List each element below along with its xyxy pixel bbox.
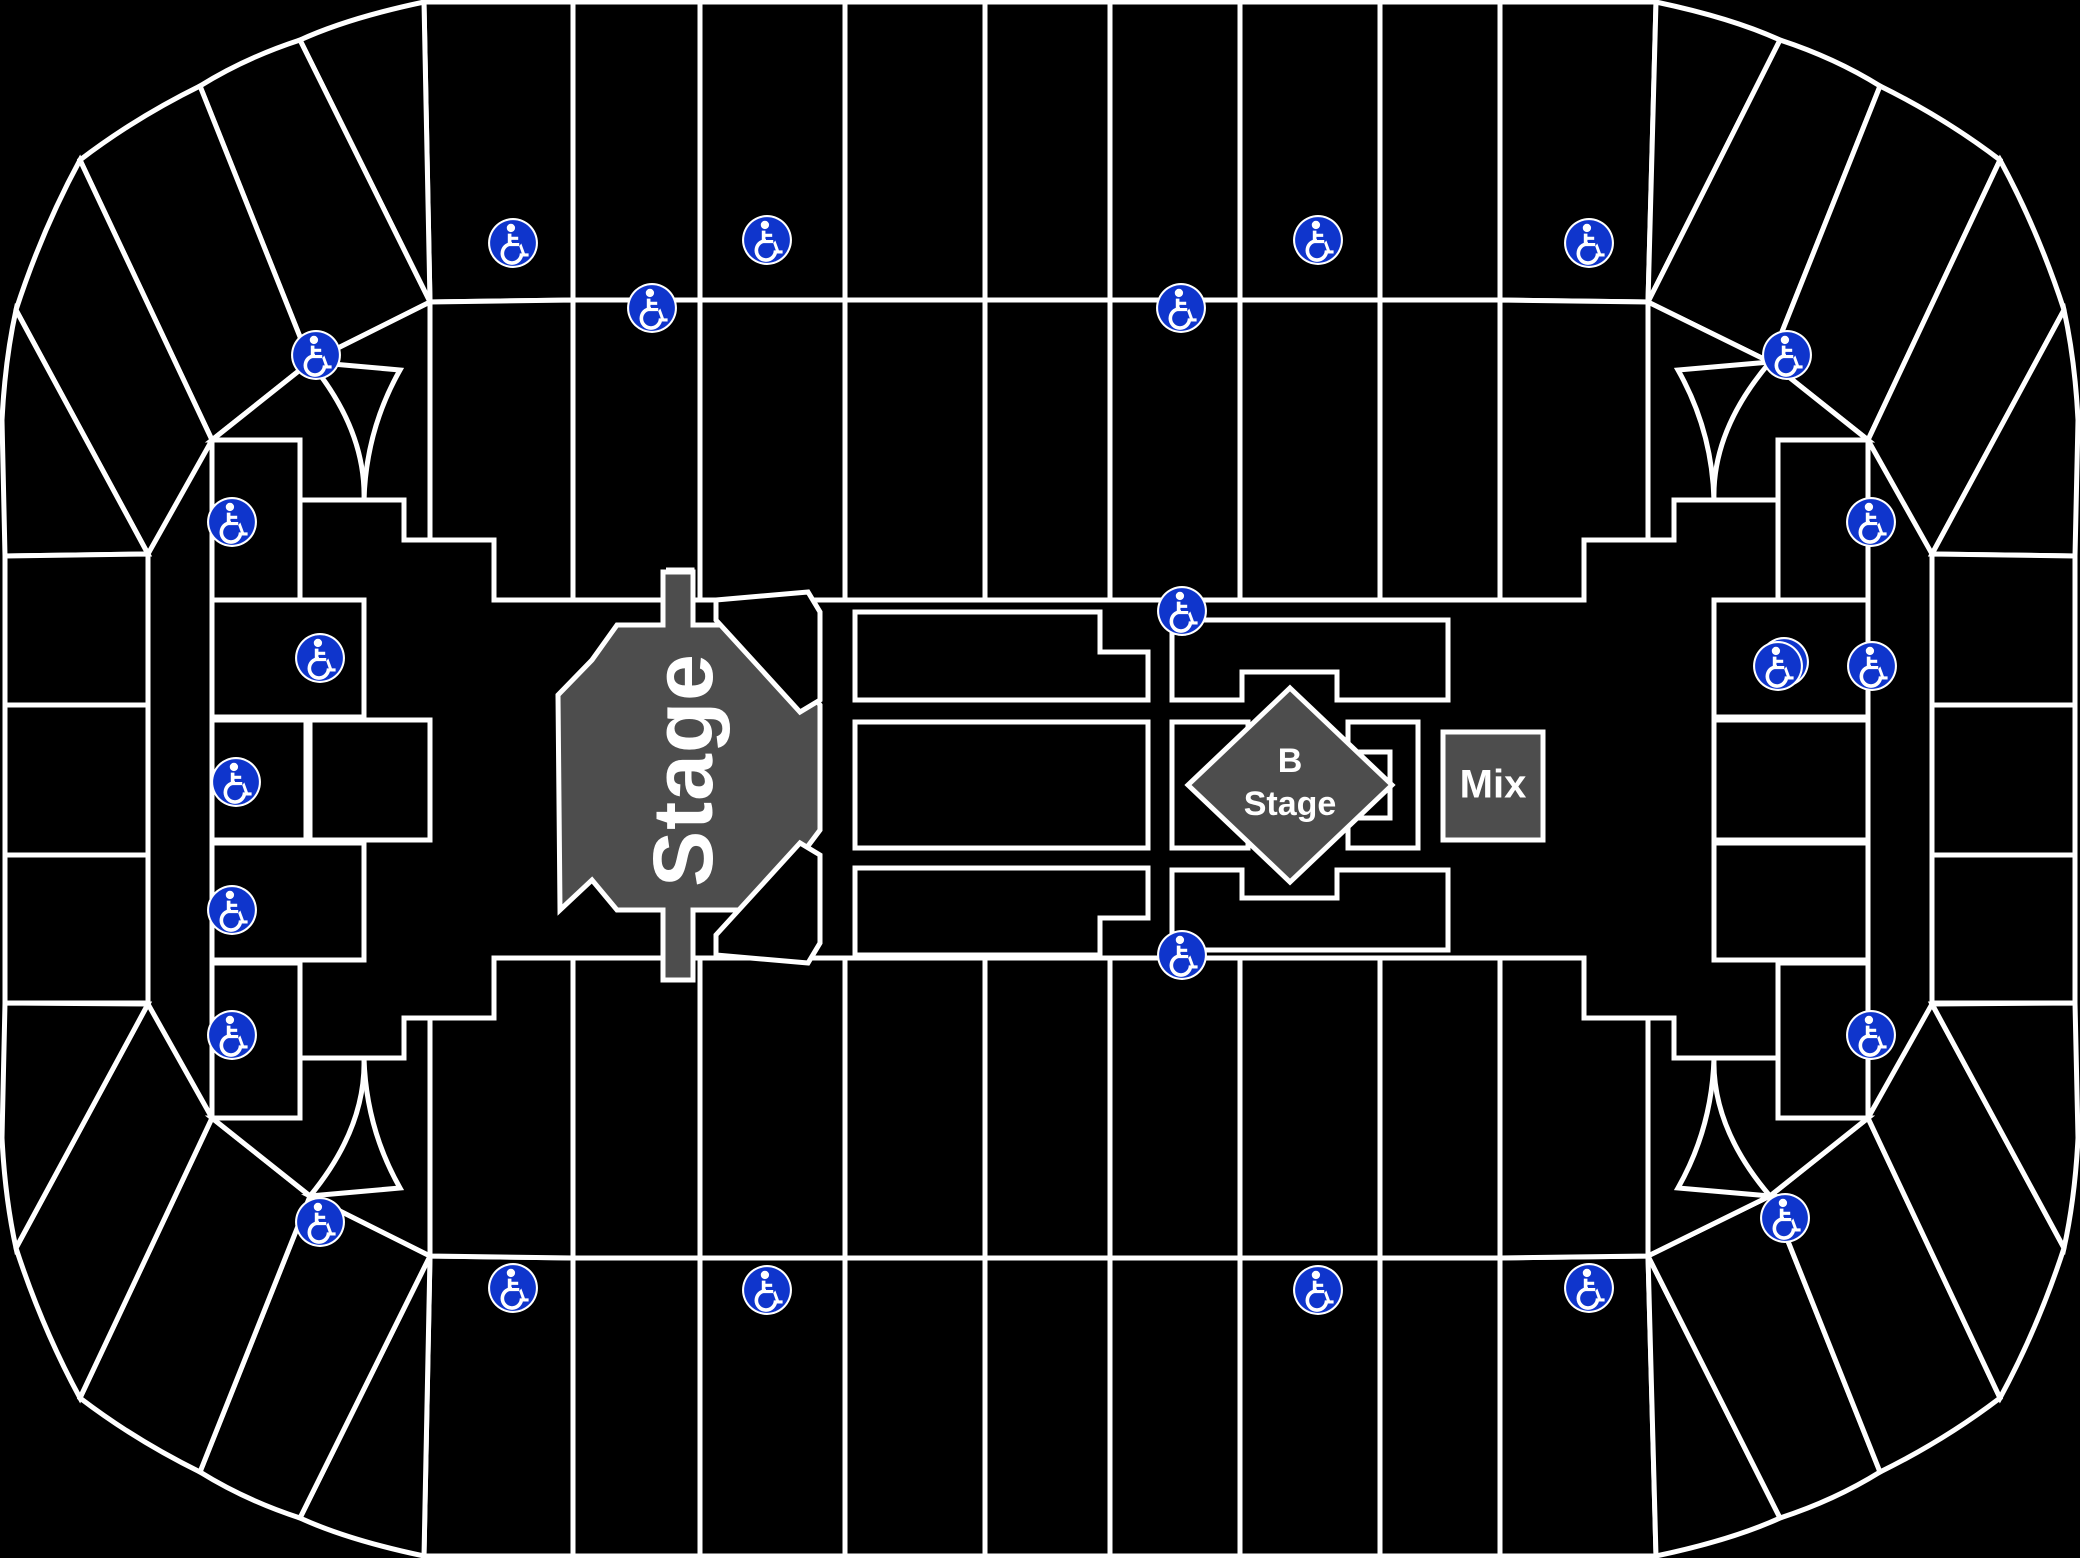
wheelchair-accessible-icon[interactable] <box>1292 214 1344 266</box>
wheelchair-accessible-icon[interactable] <box>1845 496 1897 548</box>
wheelchair-accessible-icon[interactable] <box>741 1264 793 1316</box>
section-upper-top-7[interactable] <box>1377 0 1503 303</box>
floor-section-right-bottom[interactable] <box>1169 867 1451 953</box>
section-inner-bl-3[interactable] <box>204 1055 367 1200</box>
floor-sections[interactable] <box>852 609 1451 958</box>
wheelchair-accessible-icon[interactable] <box>210 756 262 808</box>
wheelchair-accessible-icon[interactable] <box>1563 1262 1615 1314</box>
section-inner-bottom-2[interactable] <box>697 955 848 1261</box>
section-inner-tl-1[interactable] <box>427 297 576 603</box>
section-lower-bottom-1[interactable] <box>570 1255 703 1558</box>
section-inner-bottom-6[interactable] <box>1237 955 1383 1261</box>
section-upper-right-2[interactable] <box>1929 702 2078 858</box>
main-stage-label: Stage <box>636 653 730 887</box>
section-inner-bl-1[interactable] <box>427 955 576 1261</box>
floor-section-left-mid[interactable] <box>852 719 1151 851</box>
section-inner-top-7[interactable] <box>1377 297 1503 603</box>
b-stage-label-line2: Stage <box>1244 785 1337 823</box>
section-inner-top-1[interactable] <box>570 297 703 603</box>
inner-ring-sections[interactable] <box>204 297 1876 1261</box>
section-upper-tr-6[interactable] <box>1927 302 2080 559</box>
section-inner-bottom-1[interactable] <box>570 955 703 1261</box>
wheelchair-accessible-icon[interactable] <box>294 632 346 684</box>
upper-ring-sections[interactable] <box>0 0 2080 1006</box>
wheelchair-accessible-icon[interactable] <box>1761 329 1813 381</box>
wheelchair-accessible-icon[interactable] <box>294 1196 346 1248</box>
section-inner-tr-4[interactable] <box>1775 437 1871 603</box>
wheelchair-accessible-icon[interactable] <box>1759 1192 1811 1244</box>
wheelchair-accessible-icon[interactable] <box>1563 217 1615 269</box>
wheelchair-accessible-icon[interactable] <box>626 282 678 334</box>
wheelchair-accessible-icon[interactable] <box>290 329 342 381</box>
section-inner-left-1[interactable] <box>209 597 367 720</box>
section-inner-top-5[interactable] <box>1107 297 1243 603</box>
section-lower-bottom-4[interactable] <box>982 1255 1113 1558</box>
section-inner-top-3[interactable] <box>842 297 988 603</box>
stage-wedge-upper[interactable] <box>713 589 823 716</box>
section-upper-right-1[interactable] <box>1929 551 2078 708</box>
wheelchair-accessible-icon[interactable] <box>1845 1009 1897 1061</box>
section-inner-tr-1[interactable] <box>1497 297 1651 603</box>
section-inner-bottom-5[interactable] <box>1107 955 1243 1261</box>
section-inner-top-2[interactable] <box>697 297 848 603</box>
section-lower-bottom-3[interactable] <box>842 1255 988 1558</box>
section-inner-bottom-7[interactable] <box>1377 955 1503 1261</box>
b-stage-shape[interactable] <box>1184 684 1396 886</box>
lower-ring-sections[interactable] <box>0 998 2080 1558</box>
wheelchair-accessible-icon[interactable] <box>487 1262 539 1314</box>
section-upper-top-5[interactable] <box>1107 0 1243 303</box>
section-inner-tr-2[interactable] <box>1645 297 1780 543</box>
section-inner-left-2b[interactable] <box>307 717 433 843</box>
mix-label: Mix <box>1460 763 1527 807</box>
section-inner-br-1[interactable] <box>1497 955 1651 1261</box>
section-lower-br-6[interactable] <box>1927 1000 2080 1256</box>
stage-group[interactable]: Stage B Stage Mix <box>0 0 1546 983</box>
section-inner-top-6[interactable] <box>1237 297 1383 603</box>
section-upper-left-2[interactable] <box>2 702 151 858</box>
section-inner-bottom-3[interactable] <box>842 955 988 1261</box>
section-inner-top-4[interactable] <box>982 297 1113 603</box>
floor-section-left-bottom[interactable] <box>852 865 1151 958</box>
stage-wedge-lower[interactable] <box>713 839 823 966</box>
section-inner-br-3[interactable] <box>1711 1055 1876 1200</box>
section-inner-tl-3[interactable] <box>204 358 367 503</box>
mix-shape[interactable] <box>1440 729 1546 843</box>
section-inner-right-3[interactable] <box>1711 840 1871 963</box>
section-upper-right-3[interactable] <box>1929 852 2078 1006</box>
wheelchair-accessible-icon[interactable] <box>1292 1264 1344 1316</box>
wheelchair-accessible-icon[interactable] <box>206 496 258 548</box>
wheelchair-accessible-icon[interactable] <box>1156 929 1208 981</box>
section-upper-left-1[interactable] <box>2 551 151 708</box>
b-stage-label-line1: B <box>1278 742 1303 780</box>
section-inner-bl-2[interactable] <box>300 1015 433 1261</box>
section-inner-br-2[interactable] <box>1645 1015 1780 1261</box>
wheelchair-accessible-icon[interactable] <box>1156 585 1208 637</box>
section-lower-bl-6[interactable] <box>0 1000 153 1256</box>
wheelchair-accessible-icon[interactable] <box>1155 282 1207 334</box>
section-inner-bottom-4[interactable] <box>982 955 1113 1261</box>
section-upper-left-3[interactable] <box>2 852 151 1006</box>
section-upper-top-1[interactable] <box>570 0 703 303</box>
wheelchair-accessible-icon[interactable] <box>741 214 793 266</box>
wheelchair-accessible-icon[interactable] <box>487 217 539 269</box>
section-inner-right-2[interactable] <box>1711 717 1871 843</box>
wheelchair-accessible-icon[interactable] <box>1846 640 1898 692</box>
floor-section-right-top[interactable] <box>1169 617 1451 703</box>
floor-section-left-top[interactable] <box>852 609 1151 703</box>
section-upper-top-4[interactable] <box>982 0 1113 303</box>
section-lower-bottom-5[interactable] <box>1107 1255 1243 1558</box>
section-upper-top-3[interactable] <box>842 0 988 303</box>
wheelchair-accessible-icon[interactable] <box>206 1009 258 1061</box>
section-upper-tl-6[interactable] <box>0 302 153 559</box>
section-lower-bottom-7[interactable] <box>1377 1255 1503 1558</box>
section-inner-tr-3[interactable] <box>1711 358 1876 503</box>
wheelchair-accessible-icon[interactable] <box>1752 640 1804 692</box>
wheelchair-accessible-icon[interactable] <box>206 884 258 936</box>
